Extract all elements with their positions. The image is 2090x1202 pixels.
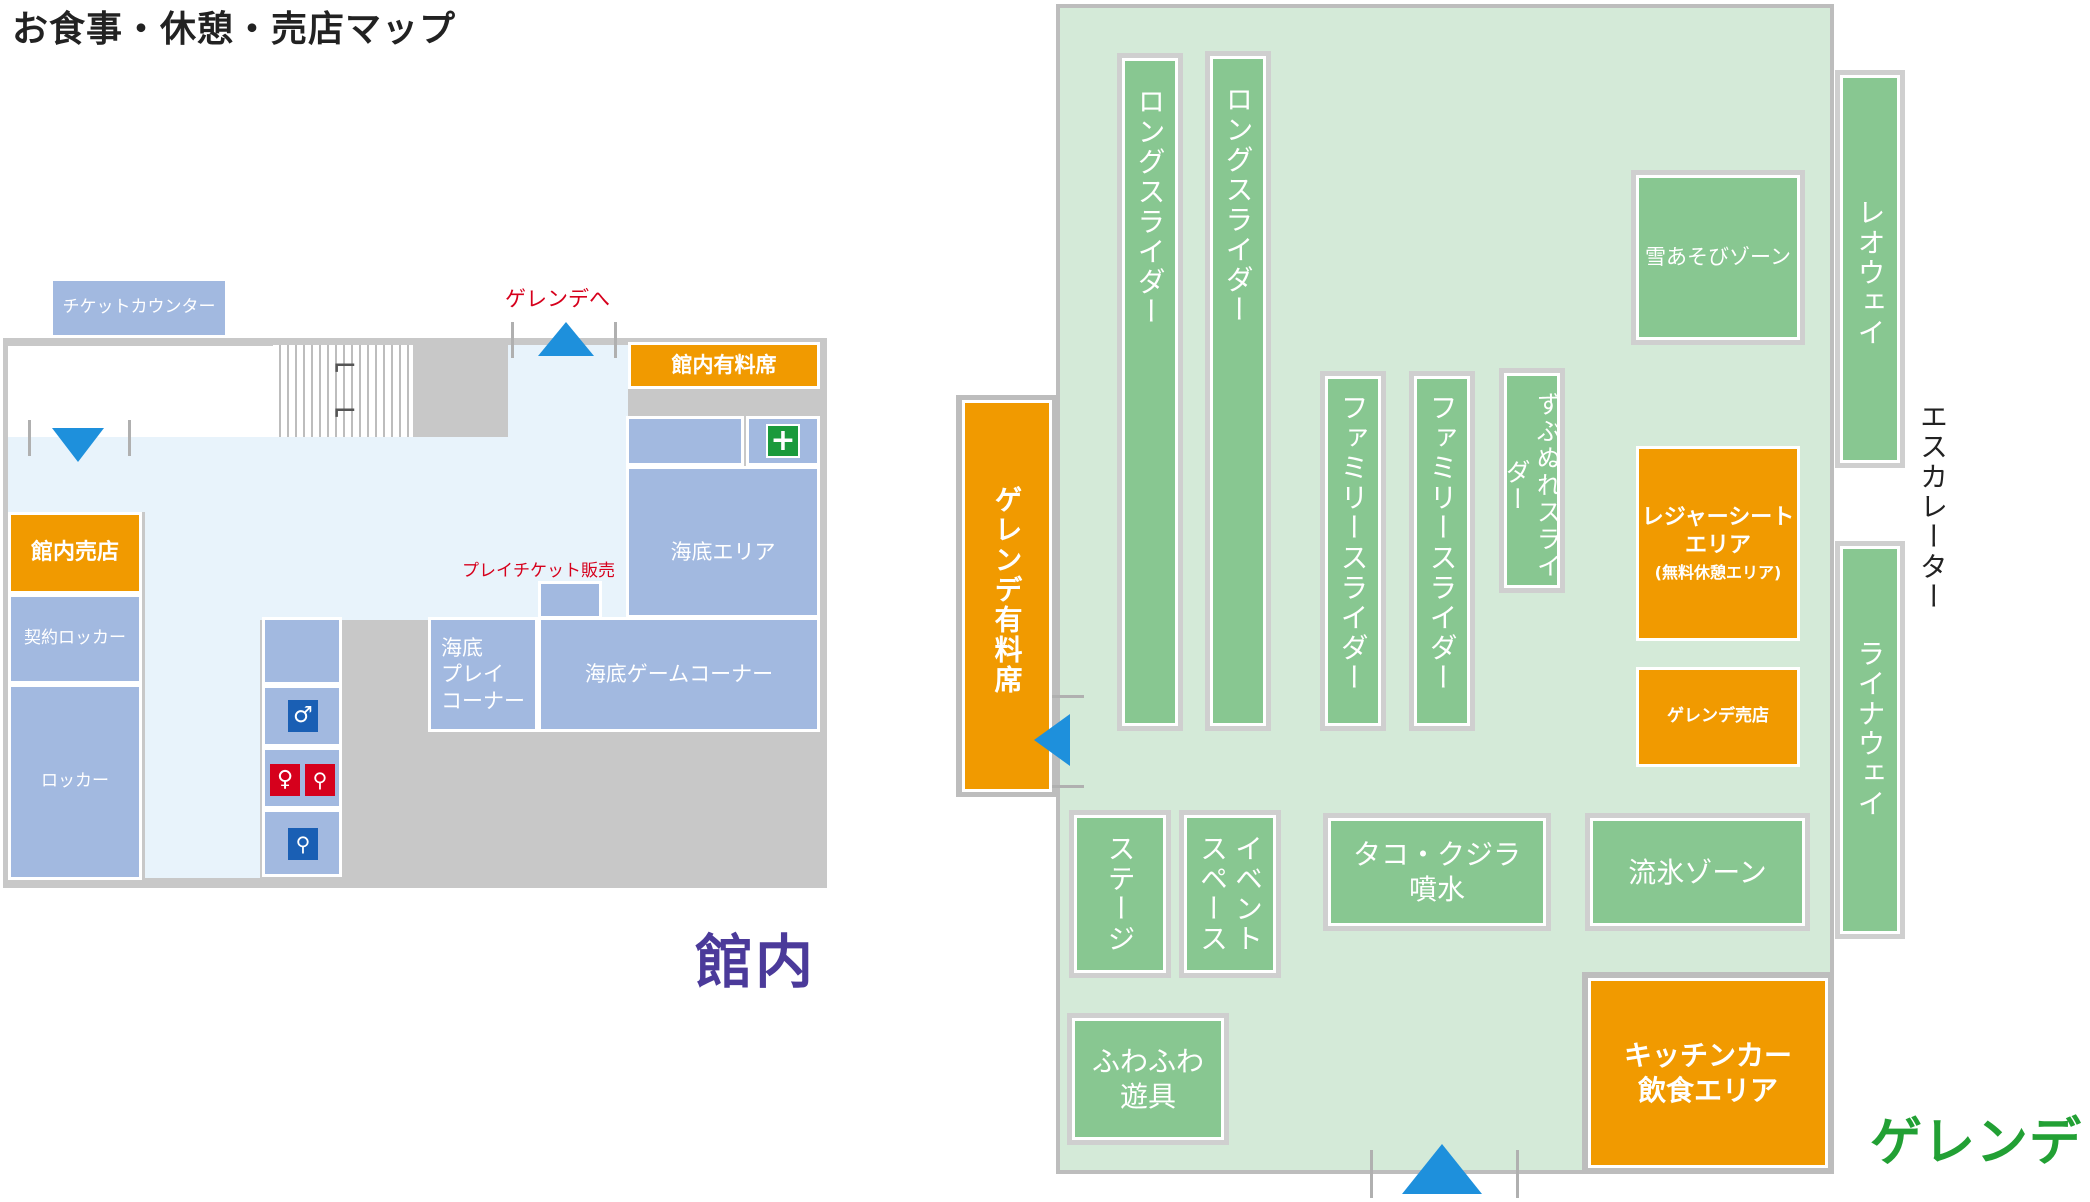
door-post bbox=[511, 322, 514, 358]
female-restroom-icon: ♀ bbox=[270, 764, 300, 796]
contract-locker[interactable]: 契約ロッカー bbox=[8, 594, 142, 684]
to-slope-label: ゲレンデへ bbox=[505, 287, 610, 311]
ice-floe-zone[interactable]: 流氷ゾーン bbox=[1585, 813, 1810, 931]
down-arrow-icon bbox=[52, 428, 104, 462]
indoor-hall bbox=[8, 345, 273, 437]
indoor-shop[interactable]: 館内売店 bbox=[8, 512, 142, 594]
wet-slider[interactable]: ずぶぬれスライダー bbox=[1499, 368, 1565, 593]
long-slider-2[interactable]: ロングスライダー bbox=[1205, 51, 1271, 731]
event-space[interactable]: イベント スペース bbox=[1179, 810, 1281, 978]
door-post bbox=[128, 420, 131, 456]
escalator-label: エスカレーター bbox=[1916, 402, 1949, 612]
page-title: お食事・休憩・売店マップ bbox=[12, 9, 457, 50]
kitchen-car-dining-area[interactable]: キッチンカー 飲食エリア bbox=[1588, 978, 1828, 1168]
first-aid-icon: + bbox=[766, 423, 800, 458]
indoor-corridor-upper bbox=[508, 345, 628, 445]
lion-way[interactable]: ライナウェイ bbox=[1835, 541, 1905, 939]
fluffy-play-equipment[interactable]: ふわふわ 遊具 bbox=[1067, 1013, 1229, 1145]
locker[interactable]: ロッカー bbox=[8, 684, 142, 880]
slope-label: ゲレンデ bbox=[1870, 1113, 2083, 1173]
ticket-counter[interactable]: チケットカウンター bbox=[50, 278, 228, 338]
door-post bbox=[614, 322, 617, 358]
leo-way[interactable]: レオウェイ bbox=[1835, 70, 1905, 468]
stairs-side bbox=[413, 345, 508, 437]
snow-play-zone[interactable]: 雪あそびゾーン bbox=[1631, 170, 1805, 345]
indoor-paid-seats[interactable]: 館内有料席 bbox=[628, 342, 820, 389]
door-post bbox=[28, 420, 31, 456]
stairs bbox=[273, 345, 413, 437]
stairs-icon: ⌐ bbox=[332, 394, 358, 429]
leisure-sheet-label: レジャーシート エリア bbox=[1641, 505, 1795, 558]
door-post bbox=[1052, 785, 1084, 788]
slope-paid-seats[interactable]: ゲレンデ有料席 bbox=[962, 400, 1052, 792]
family-slider-2[interactable]: ファミリースライダー bbox=[1409, 371, 1475, 731]
left-arrow-icon bbox=[1034, 714, 1070, 766]
up-arrow-icon bbox=[538, 322, 594, 356]
octopus-whale-fountain[interactable]: タコ・クジラ 噴水 bbox=[1323, 813, 1551, 931]
baby-room-icon: ⚲ bbox=[305, 764, 335, 796]
door-post bbox=[1052, 695, 1084, 698]
stage[interactable]: ステージ bbox=[1069, 810, 1171, 978]
up-arrow-icon bbox=[1402, 1144, 1482, 1194]
family-slider-1[interactable]: ファミリースライダー bbox=[1320, 371, 1386, 731]
door-post bbox=[1370, 1150, 1373, 1198]
seabed-play-corner[interactable]: 海底 プレイ コーナー bbox=[428, 617, 538, 732]
room bbox=[626, 416, 744, 466]
baby-restroom[interactable] bbox=[262, 809, 342, 877]
indoor-wall-top bbox=[3, 338, 827, 346]
play-ticket-booth[interactable] bbox=[538, 581, 602, 619]
male-restroom-icon: ♂ bbox=[288, 700, 318, 732]
play-ticket-label: プレイチケット販売 bbox=[462, 561, 615, 581]
door-post bbox=[1516, 1150, 1519, 1198]
leisure-sheet-note: (無料休憩エリア) bbox=[1654, 563, 1782, 582]
seabed-area[interactable]: 海底エリア bbox=[626, 466, 820, 618]
slope-shop[interactable]: ゲレンデ売店 bbox=[1636, 667, 1800, 767]
indoor-corridor-left bbox=[145, 505, 260, 878]
room bbox=[262, 617, 342, 685]
stairs-icon: ⌐ bbox=[332, 349, 358, 384]
indoor-label: 館内 bbox=[695, 928, 816, 996]
indoor-corridor bbox=[8, 437, 628, 512]
leisure-sheet-area[interactable]: レジャーシート エリア (無料休憩エリア) bbox=[1636, 446, 1800, 641]
long-slider-1[interactable]: ロングスライダー bbox=[1117, 53, 1183, 731]
baby-care-icon: ⚲ bbox=[288, 828, 318, 860]
seabed-game-corner[interactable]: 海底ゲームコーナー bbox=[538, 617, 820, 732]
